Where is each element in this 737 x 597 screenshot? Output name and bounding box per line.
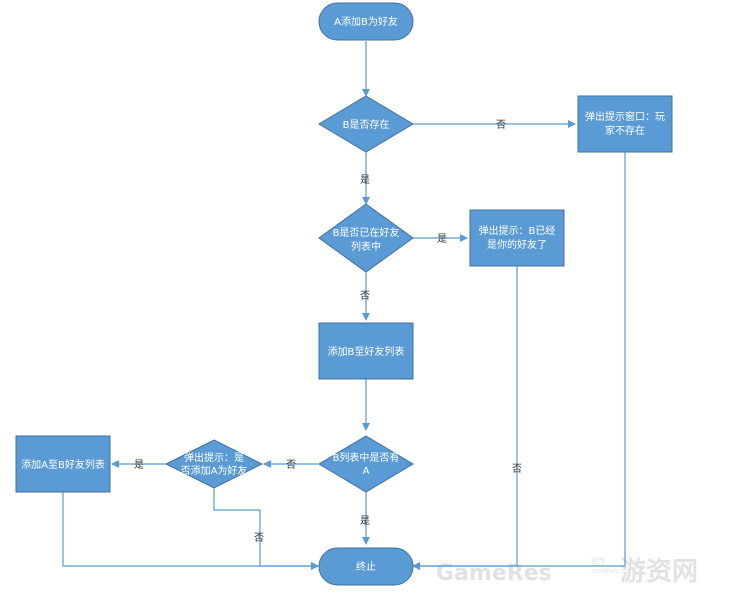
decision-a-in-b-list[interactable]: B列表中是否有 A [318, 435, 414, 493]
process-add-b[interactable]: 添加B至好友列表 [318, 322, 414, 380]
label-popup2-no: 否 [512, 463, 522, 475]
label-ask-yes: 是 [134, 459, 144, 471]
process-already-friend-popup[interactable]: 弹出提示：B已经 是你的好友了 [469, 209, 565, 267]
edge-labels: 否 是 是 否 否 是 是 否 否 [134, 119, 522, 544]
edges [62, 41, 626, 570]
watermark: GameRes 游戏 ameRes.com 游资网 [436, 556, 698, 587]
edge-ask-no [213, 480, 319, 570]
label-a-in-b-yes: 是 [360, 515, 370, 527]
start-node-label: A添加B为好友 [334, 15, 398, 28]
process-not-exist-popup[interactable]: 弹出提示窗口：玩 家不存在 [577, 95, 673, 153]
label-ask-no: 否 [254, 532, 264, 544]
decision-ask-add-a-line-1: 弹出提示：是 [184, 451, 244, 464]
edge-popup2-to-end [412, 266, 518, 570]
label-exists-no: 否 [496, 119, 506, 131]
decision-already-friend[interactable]: B是否已在好友 列表中 [318, 203, 414, 273]
end-node[interactable]: 终止 [318, 547, 414, 586]
watermark-small-bottom: ameRes.com [591, 567, 636, 575]
process-add-b-label: 添加B至好友列表 [328, 345, 405, 358]
start-node[interactable]: A添加B为好友 [318, 2, 414, 41]
label-already-yes: 是 [437, 233, 447, 245]
end-node-label: 终止 [356, 560, 376, 573]
decision-a-in-b-list-line-1: B列表中是否有 [333, 451, 400, 464]
label-already-no: 否 [360, 290, 370, 302]
watermark-text-cn: 游资网 [620, 557, 698, 587]
decision-already-friend-line-2: 列表中 [351, 240, 381, 253]
already-friend-popup-line-1: 弹出提示：B已经 [479, 224, 556, 237]
decision-b-exists-label: B是否存在 [343, 118, 390, 131]
decision-ask-add-a-line-2: 否添加A为好友 [181, 464, 248, 477]
watermark-small-top: 游戏 [591, 556, 605, 565]
watermark-text-en: GameRes [436, 561, 552, 586]
process-add-a-label: 添加A至B好友列表 [21, 458, 105, 471]
edge-adda-to-end [62, 492, 319, 570]
decision-b-exists[interactable]: B是否存在 [318, 95, 414, 153]
not-exist-popup-line-1: 弹出提示窗口：玩 [585, 110, 665, 123]
decision-a-in-b-list-line-2: A [363, 466, 370, 477]
already-friend-popup-line-2: 是你的好友了 [487, 238, 547, 251]
edge-popup1-to-end [412, 152, 626, 570]
decision-already-friend-line-1: B是否已在好友 [333, 226, 400, 239]
label-exists-yes: 是 [360, 174, 370, 186]
label-a-in-b-no: 否 [286, 459, 296, 471]
not-exist-popup-line-2: 家不存在 [605, 124, 645, 137]
process-add-a[interactable]: 添加A至B好友列表 [15, 435, 111, 493]
nodes: A添加B为好友 B是否存在 弹出提示窗口：玩 家不存在 B是否已在好友 列表中 … [15, 2, 673, 586]
decision-ask-add-a[interactable]: 弹出提示：是 否添加A为好友 [164, 439, 264, 489]
